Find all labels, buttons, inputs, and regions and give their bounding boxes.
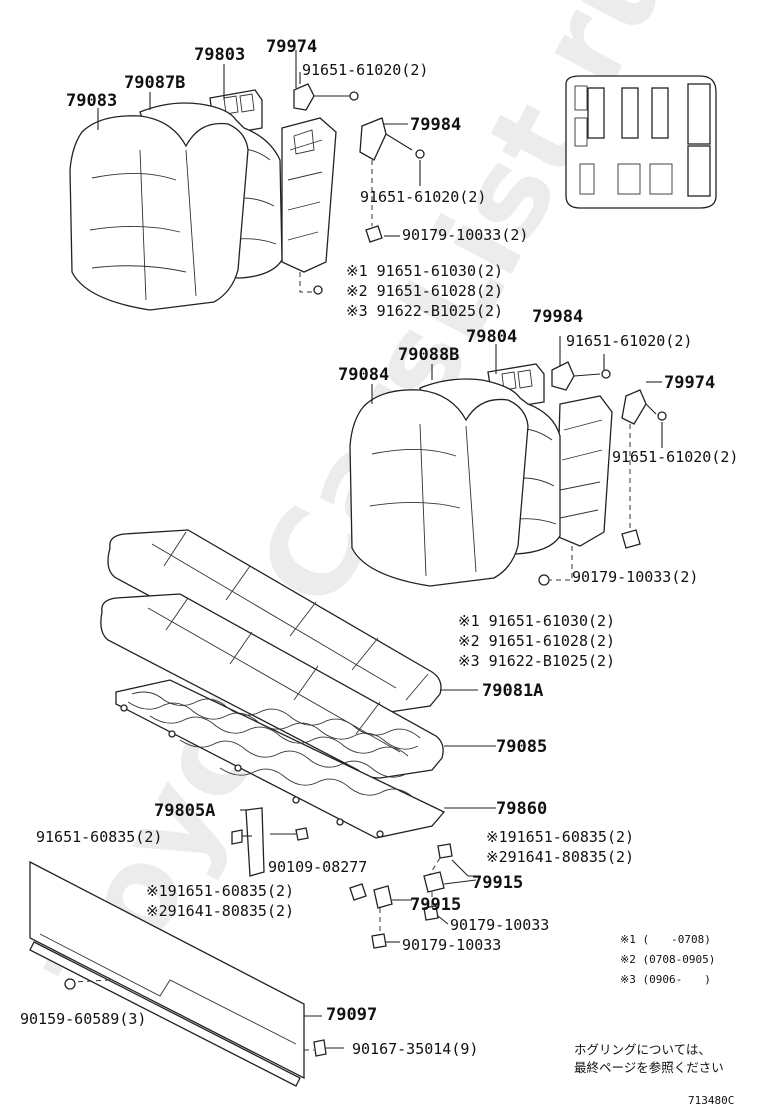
label-note3-upper: ※3 91622-B1025(2) bbox=[346, 302, 503, 320]
seat-layout-inset bbox=[565, 75, 717, 209]
label-90159-60589: 90159-60589(3) bbox=[20, 1010, 146, 1028]
label-79803: 79803 bbox=[194, 45, 245, 65]
label-79974-upper: 79974 bbox=[266, 37, 317, 57]
label-90179-10033-a: 90179-10033(2) bbox=[402, 226, 528, 244]
figure-code: 713480C bbox=[688, 1094, 734, 1107]
label-79087b: 79087B bbox=[124, 73, 185, 93]
label-79860: 79860 bbox=[496, 799, 547, 819]
label-90179-10033-b: 90179-10033(2) bbox=[572, 568, 698, 586]
label-note2-right: ※291641-80835(2) bbox=[486, 848, 634, 866]
label-79974-middle: 79974 bbox=[664, 373, 715, 393]
label-91651-61020-d: 91651-61020(2) bbox=[612, 448, 738, 466]
hog-ring-note-line1: ホグリングについては、 bbox=[574, 1042, 711, 1057]
label-79083: 79083 bbox=[66, 91, 117, 111]
label-91651-61020-c: 91651-61020(2) bbox=[566, 332, 692, 350]
leader-lines bbox=[97, 50, 663, 1049]
label-note1-right: ※191651-60835(2) bbox=[486, 828, 634, 846]
legend-note2: ※2 (0708-0905) bbox=[620, 953, 715, 966]
label-note1-middle: ※1 91651-61030(2) bbox=[458, 612, 615, 630]
label-note1-left: ※191651-60835(2) bbox=[146, 882, 294, 900]
label-79804: 79804 bbox=[466, 327, 517, 347]
label-note2-middle: ※2 91651-61028(2) bbox=[458, 632, 615, 650]
label-79984-upper: 79984 bbox=[410, 115, 461, 135]
label-79084: 79084 bbox=[338, 365, 389, 385]
label-90179-10033-c: 90179-10033 bbox=[450, 916, 549, 934]
middle-seatback-assembly bbox=[349, 363, 613, 587]
label-note2-upper: ※2 91651-61028(2) bbox=[346, 282, 503, 300]
upper-hardware bbox=[293, 83, 425, 295]
label-79081a: 79081A bbox=[482, 681, 543, 701]
label-91651-60835: 91651-60835(2) bbox=[36, 828, 162, 846]
label-90109-08277: 90109-08277 bbox=[268, 858, 367, 876]
upper-seatback-assembly bbox=[69, 89, 337, 311]
label-note2-left: ※291641-80835(2) bbox=[146, 902, 294, 920]
label-note3-middle: ※3 91622-B1025(2) bbox=[458, 652, 615, 670]
legend-note3: ※3 (0906- ) bbox=[620, 973, 711, 986]
label-note1-upper: ※1 91651-61030(2) bbox=[346, 262, 503, 280]
seat-cushion-assembly bbox=[100, 529, 446, 839]
label-91651-61020-b: 91651-61020(2) bbox=[360, 188, 486, 206]
label-79088b: 79088B bbox=[398, 345, 459, 365]
legend-note1: ※1 ( -0708) bbox=[620, 933, 711, 946]
label-79984-middle: 79984 bbox=[532, 307, 583, 327]
label-90167-35014: 90167-35014(9) bbox=[352, 1040, 478, 1058]
hog-ring-note-line2: 最終ページを参照ください bbox=[574, 1060, 724, 1075]
label-79915-left: 79915 bbox=[410, 895, 461, 915]
label-79097: 79097 bbox=[326, 1005, 377, 1025]
rear-board bbox=[29, 860, 327, 1087]
middle-hardware bbox=[538, 361, 667, 586]
label-90179-10033-d: 90179-10033 bbox=[402, 936, 501, 954]
label-79805a: 79805A bbox=[154, 801, 215, 821]
lower-hardware bbox=[231, 807, 453, 949]
label-79085: 79085 bbox=[496, 737, 547, 757]
label-91651-61020-a: 91651-61020(2) bbox=[302, 61, 428, 79]
label-79915-right: 79915 bbox=[472, 873, 523, 893]
